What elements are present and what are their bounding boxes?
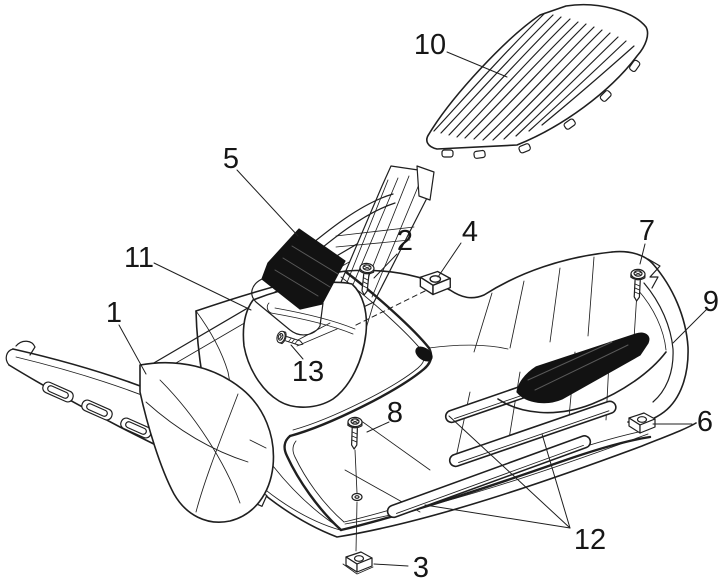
leader-lines [118, 51, 708, 567]
part-9-right-panel [345, 250, 689, 424]
callout-12: 12 [574, 524, 606, 556]
callout-labels: 1 2 3 4 5 6 7 8 9 10 11 12 13 [106, 29, 719, 582]
callout-5: 5 [223, 143, 239, 175]
callout-8: 8 [387, 397, 403, 429]
mat-tabs [441, 59, 641, 159]
footrest-pad [516, 332, 650, 404]
part-6-clip-nut [628, 412, 656, 434]
part-1-left-footboard [5, 340, 341, 529]
clip-4-alignment-line [353, 290, 426, 327]
callout-9: 9 [703, 286, 719, 318]
part-10-ribbed-mat [426, 3, 649, 159]
saddle [139, 361, 275, 523]
clip-3-flange [342, 563, 374, 575]
callout-3: 3 [413, 552, 429, 582]
part-11-cover [242, 281, 368, 408]
callout-7: 7 [639, 215, 655, 247]
corner-tab [647, 258, 661, 289]
callout-4: 4 [462, 216, 478, 248]
part-12-rubber-strips [386, 371, 617, 519]
callout-2: 2 [397, 225, 413, 257]
callout-10: 10 [414, 29, 446, 61]
part-5-pad [251, 228, 346, 336]
part-8-screw [346, 416, 363, 450]
callout-13: 13 [292, 356, 324, 388]
callout-1: 1 [106, 297, 122, 329]
mat-ribs [433, 12, 635, 141]
callout-11: 11 [124, 242, 154, 274]
callout-6: 6 [697, 406, 713, 438]
